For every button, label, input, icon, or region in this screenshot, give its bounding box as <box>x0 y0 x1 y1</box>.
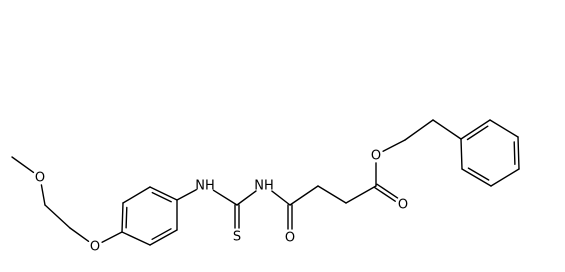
bond-c5-c6 <box>404 119 434 141</box>
bond-me-o1 <box>11 156 35 174</box>
bond-p4-p5 <box>490 168 520 187</box>
atom-label-s: S <box>233 230 241 245</box>
bond-r3-r4-inner <box>151 191 172 203</box>
bond-r4-n1 <box>176 188 197 201</box>
bond-o2-r1 <box>101 231 123 244</box>
bond-c4-co2 <box>345 185 377 204</box>
bond-p2-p3 <box>489 119 519 138</box>
atom-label-o4: O <box>398 198 408 213</box>
bond-o1-c1 <box>40 184 46 206</box>
atom-label-n1: NH <box>195 179 215 194</box>
bond-co2-o4 <box>374 186 396 202</box>
bond-p6-p1 <box>460 138 463 170</box>
bond-r3-r4 <box>149 186 178 201</box>
bond-layer <box>11 119 520 246</box>
bond-co1-c3 <box>289 185 319 206</box>
bond-n1-cs <box>212 189 238 206</box>
atom-label-layer: O O NH S NH O O O <box>35 149 408 255</box>
bond-r5-r6 <box>149 229 178 246</box>
bond-c6-p1 <box>432 119 462 140</box>
bond-p5-p6 <box>461 168 492 187</box>
atom-label-n2: NH <box>254 179 274 194</box>
bond-c2-o2 <box>69 227 90 243</box>
bond-co2-o4-second <box>376 183 399 199</box>
bond-p1-p2 <box>460 119 491 140</box>
bond-o5-c5 <box>382 139 406 153</box>
bond-p3-p4-inner <box>513 141 516 166</box>
bond-c1-c2 <box>44 204 71 229</box>
atom-label-o1: O <box>35 171 45 186</box>
bond-r1-r2 <box>121 202 124 233</box>
bond-r1-r2-inner <box>125 206 128 229</box>
bond-r6-r1 <box>121 231 151 246</box>
bond-p3-p4 <box>517 136 520 170</box>
bond-r2-r3 <box>122 186 151 204</box>
atom-label-o2: O <box>90 240 100 255</box>
atom-label-o3: O <box>285 231 295 246</box>
atom-label-o5: O <box>371 149 381 164</box>
bond-c3-c4 <box>317 185 347 204</box>
bond-r5-r6-inner <box>151 228 172 241</box>
bond-n2-co1 <box>271 190 291 206</box>
bond-p1-p2-inner <box>466 125 489 141</box>
bond-p5-p6-inner <box>467 167 490 181</box>
bond-cs-n2 <box>236 190 257 206</box>
